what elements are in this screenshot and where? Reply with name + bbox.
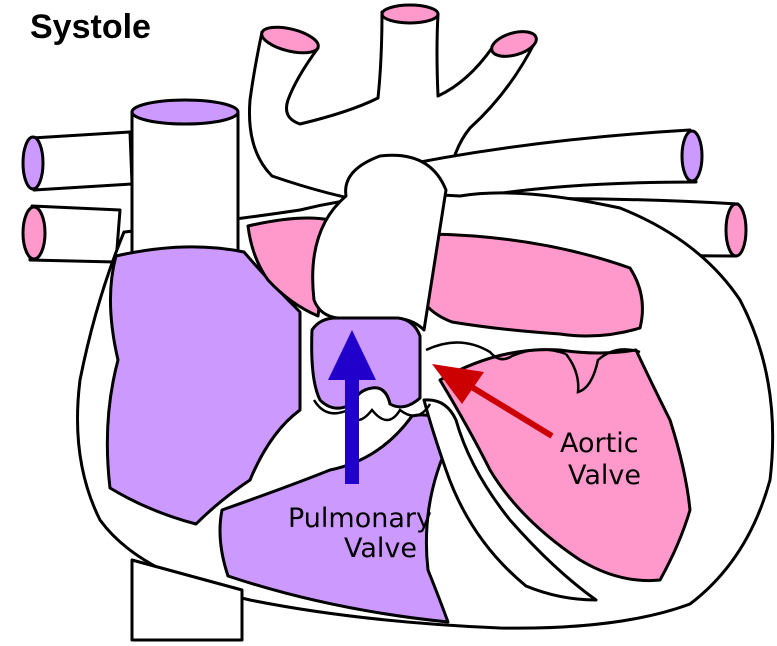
aortic-valve-label-line2: Valve [568,460,641,491]
aortic-valve-label-line1: Aortic [560,428,639,459]
pulmonary-veins-left [23,132,132,262]
vein-opening-lower [23,207,45,259]
left-subclavian-opening [489,27,539,61]
left-carotid-opening [382,5,438,23]
diagram-title: Systole [30,8,151,46]
pulmonary-valve-label-line1: Pulmonary [288,503,432,534]
pulmonary-artery-opening [682,131,702,181]
superior-vena-cava [132,100,238,262]
pulmonary-valve-label-line2: Valve [344,533,417,564]
aortic-valve-label: Aortic Valve [560,428,641,491]
pulmonary-vein-opening-right [726,204,746,256]
vein-opening-upper [23,137,43,189]
vena-cava-opening [132,100,238,124]
